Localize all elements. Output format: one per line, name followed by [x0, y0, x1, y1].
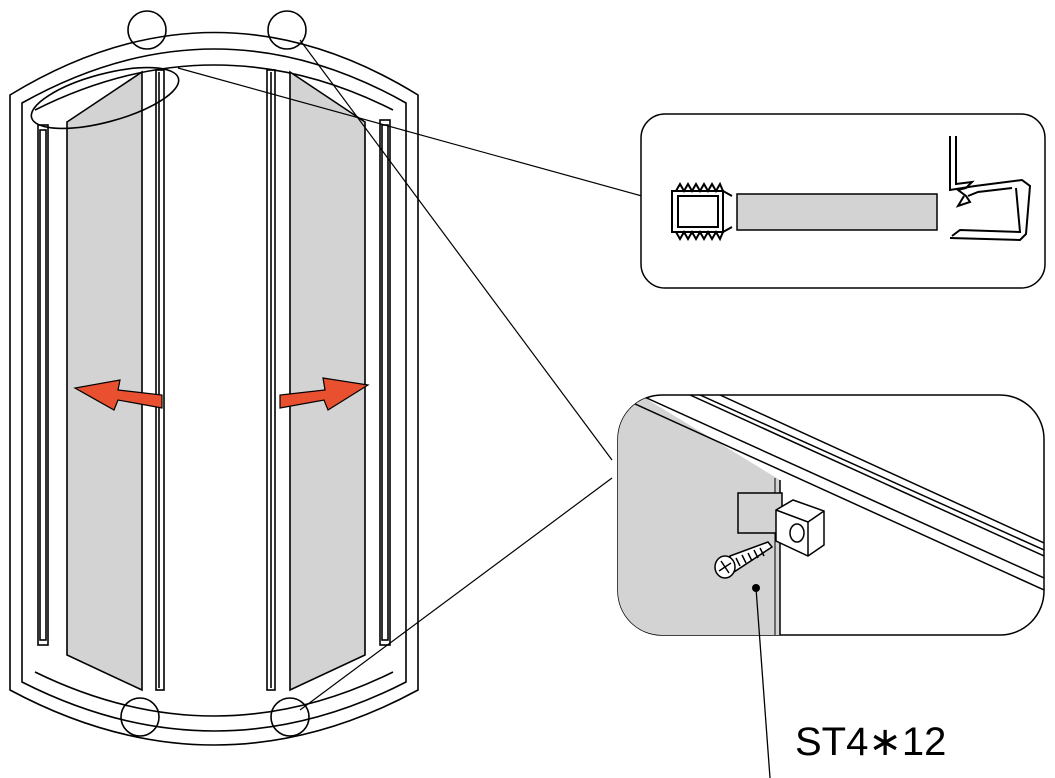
right-rail-outer: [379, 119, 391, 646]
detail-circle-top-right: [267, 10, 307, 50]
left-door-glass: [66, 70, 143, 692]
toothed-seal-icon: [671, 181, 733, 242]
arrow-right-icon: [279, 377, 370, 411]
arrow-left-icon: [73, 379, 163, 411]
clip-profile-icon: [949, 136, 1032, 242]
inner-frame: [21, 48, 407, 732]
left-rail-outer: [37, 124, 49, 646]
screw-detail-box: [617, 394, 1045, 636]
glass-panel: [618, 395, 780, 635]
left-rail-inner: [39, 129, 47, 641]
detail-circle-bottom-right: [270, 697, 310, 737]
screw-leader-line: [755, 587, 771, 778]
glass-strip: [736, 193, 938, 231]
callout-lines: [177, 39, 643, 711]
shower-enclosure-front-view: [9, 10, 419, 746]
slide-arrows: [73, 377, 370, 411]
top-track: [34, 64, 394, 111]
detail-circle-bottom-left: [120, 697, 160, 737]
detail-circle-top-left: [127, 10, 167, 50]
screw-spec-label: ST4∗12: [795, 720, 946, 764]
right-door-edge-rail: [266, 69, 276, 691]
clamp-icon: [737, 492, 825, 557]
bottom-track: [34, 671, 394, 717]
seal-detail-box: [640, 113, 1046, 289]
seal-highlight-ellipse: [30, 66, 180, 130]
screw-icon: [714, 541, 774, 579]
left-door-edge-rail: [155, 69, 165, 691]
